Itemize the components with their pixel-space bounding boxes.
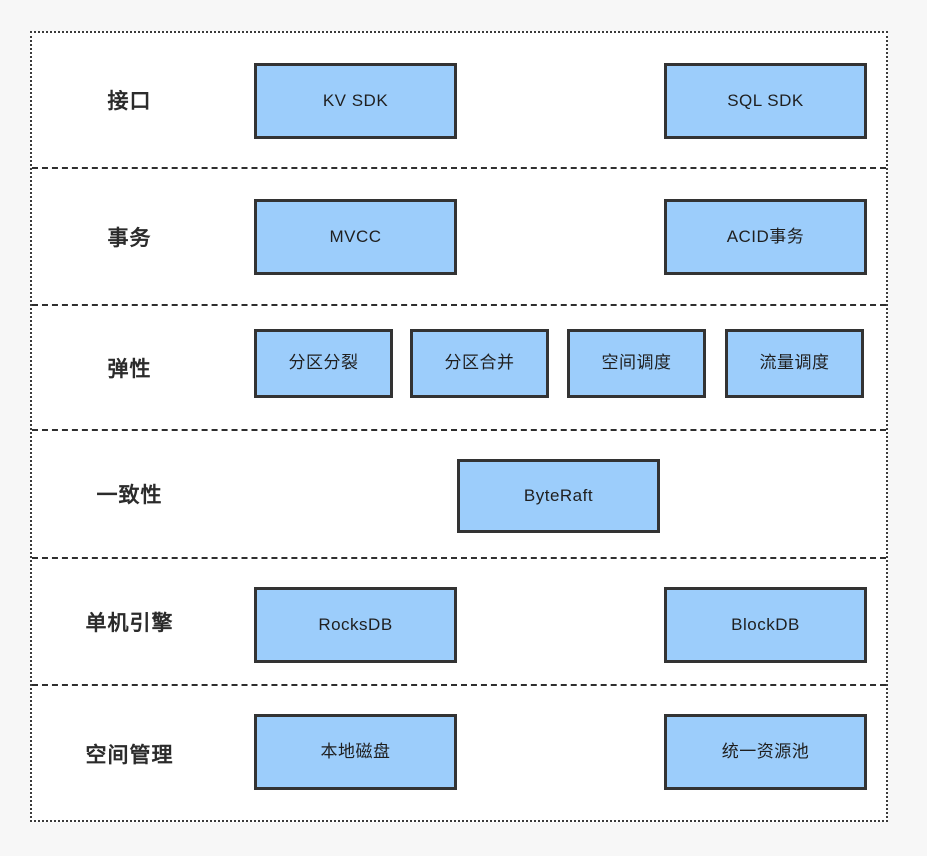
layer-node-area: RocksDB BlockDB [227,559,886,684]
layer-node-area: 分区分裂分区合并空间调度流量调度 [227,306,886,429]
layer-label: 弹性 [107,357,152,381]
layer-row: 事务 MVCC ACID事务 [32,169,886,306]
component-box[interactable]: 统一资源池 [664,714,867,790]
component-box[interactable]: 本地磁盘 [254,714,457,790]
layer-label: 一致性 [96,484,163,507]
layer-node-area: 本地磁盘 统一资源池 [227,686,886,822]
component-box[interactable]: RocksDB [254,587,457,663]
layer-label: 接口 [107,90,152,113]
component-box[interactable]: ByteRaft [457,459,660,533]
layer-row: 弹性 分区分裂分区合并空间调度流量调度 [32,306,886,431]
layer-row: 单机引擎 RocksDB BlockDB [32,559,886,686]
component-box[interactable]: ACID事务 [664,199,867,275]
layer-node-area: KV SDK SQL SDK [227,33,886,167]
component-box[interactable]: 分区分裂 [254,329,393,398]
layer-row: 空间管理 本地磁盘 统一资源池 [32,686,886,822]
layer-row: 一致性 ByteRaft [32,431,886,559]
layer-label: 空间管理 [85,744,174,767]
layer-node-area: ByteRaft [227,431,886,557]
component-box[interactable]: BlockDB [664,587,867,663]
component-box[interactable]: 空间调度 [567,329,706,398]
component-box[interactable]: KV SDK [254,63,457,139]
component-box[interactable]: MVCC [254,199,457,275]
architecture-diagram: 接口 KV SDK SQL SDK 事务 MVCC ACID事务弹性 分区分裂分区合并空间调… [30,31,888,822]
layer-label: 单机引擎 [85,611,174,635]
component-box[interactable]: SQL SDK [664,63,867,139]
layer-node-area: MVCC ACID事务 [227,169,886,304]
component-box[interactable]: 分区合并 [410,329,549,398]
component-box[interactable]: 流量调度 [725,329,864,398]
layer-row: 接口 KV SDK SQL SDK [32,33,886,169]
layer-label: 事务 [107,226,152,250]
